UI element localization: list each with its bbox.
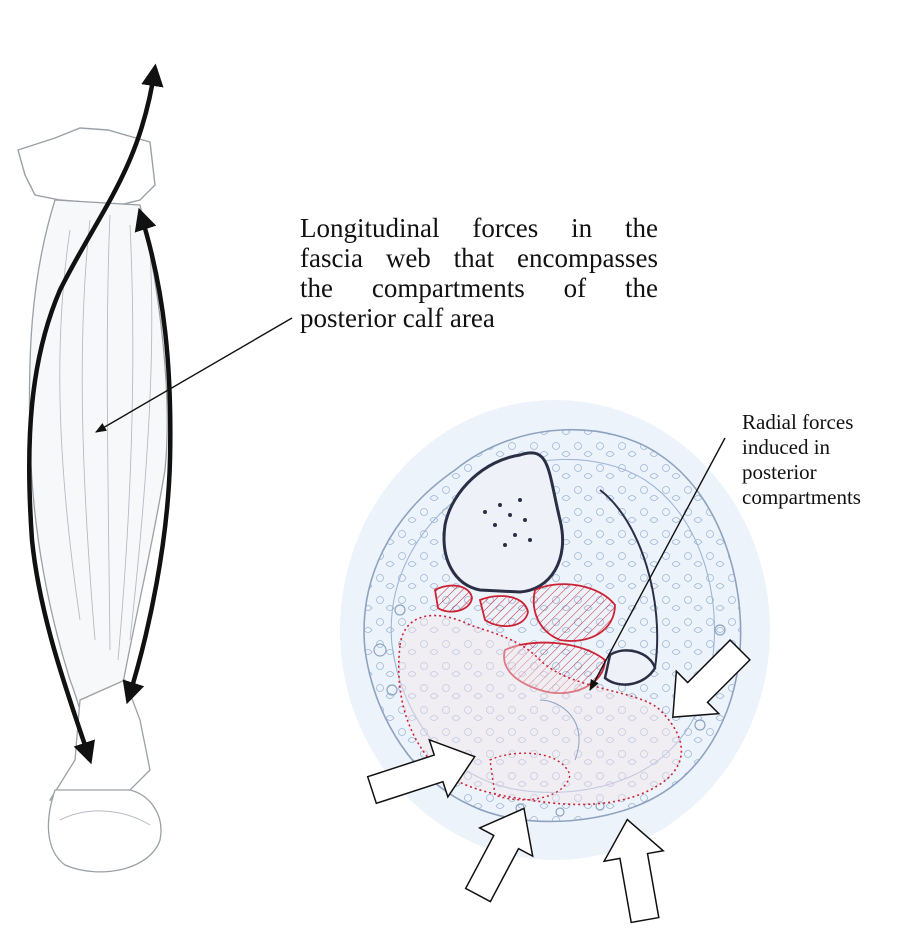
longitudinal-forces-label: Longitudinal forces in the fascia web th… xyxy=(300,213,658,333)
label-line: posterior xyxy=(742,460,908,485)
label-line: posterior calf area xyxy=(300,303,495,333)
calf-illustration xyxy=(18,68,292,872)
label-line: Radial forces xyxy=(742,410,908,435)
radial-forces-label: Radial forces induced in posterior compa… xyxy=(742,410,908,510)
label-line: induced in xyxy=(742,435,908,460)
label-line: compartments xyxy=(742,485,908,510)
calf-muscle xyxy=(29,200,167,740)
label-line: Longitudinal forces in the xyxy=(300,213,658,243)
knee-head xyxy=(18,128,155,205)
label-line: fascia web that encompasses xyxy=(300,243,658,273)
heel xyxy=(48,790,161,872)
lower-bones xyxy=(50,680,150,800)
label-line: the compartments of the xyxy=(300,273,658,303)
